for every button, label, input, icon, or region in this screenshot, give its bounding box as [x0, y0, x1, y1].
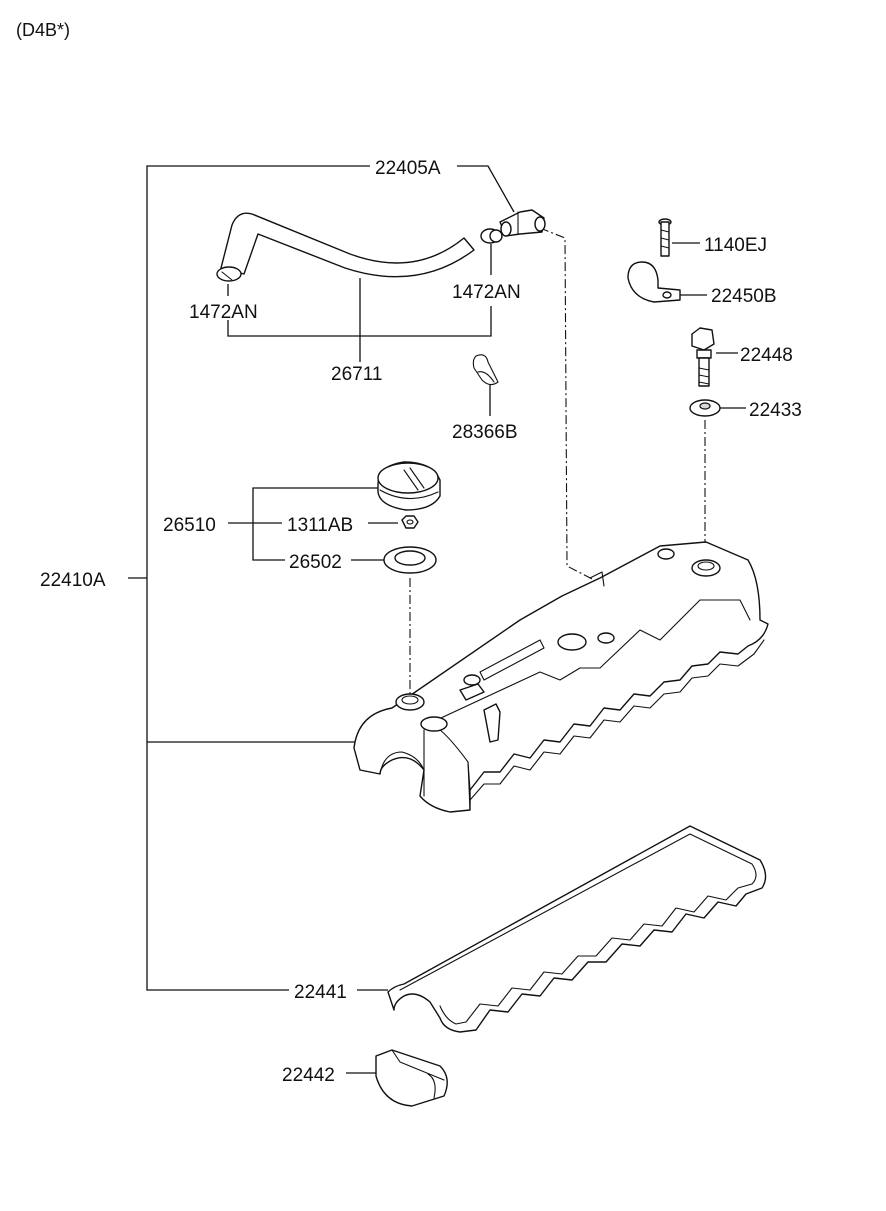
bracket-22450B-part [627, 261, 681, 303]
cap-gasket-26502-part [383, 546, 437, 574]
washer-22433-part [689, 399, 721, 417]
label-22448: 22448 [740, 345, 793, 366]
label-22405A: 22405A [375, 158, 441, 179]
label-26711: 26711 [331, 364, 382, 385]
rocker-cover-part [353, 541, 769, 813]
label-1311AB: 1311AB [287, 515, 353, 536]
label-1472AN-right: 1472AN [452, 282, 521, 303]
leader-lines [128, 165, 746, 1074]
cover-gasket-22441-part [387, 825, 767, 1033]
oil-filler-cap-part [377, 461, 441, 511]
label-22410A: 22410A [40, 570, 106, 591]
bolt-22448-part [691, 327, 715, 387]
part-labels: 22405A 1140EJ 1472AN 22450B 1472AN 22448… [40, 158, 802, 1086]
label-28366B: 28366B [452, 422, 518, 443]
label-1472AN-left: 1472AN [189, 302, 258, 323]
clip-28366B-part [472, 354, 499, 386]
breather-hose-part [216, 212, 475, 282]
diagram-title: (D4B*) [16, 20, 70, 40]
hose-clamp-right-part [480, 228, 503, 244]
seal-1311AB-part [401, 515, 419, 529]
label-26502: 26502 [289, 552, 342, 573]
label-1140EJ: 1140EJ [704, 235, 767, 256]
label-22433: 22433 [749, 400, 802, 421]
bolt-1140EJ-part [658, 218, 672, 257]
half-moon-seal-22442-part [375, 1049, 448, 1107]
label-22441: 22441 [294, 982, 347, 1003]
label-26510: 26510 [163, 515, 216, 536]
label-22450B: 22450B [711, 286, 777, 307]
pcv-elbow-part [499, 209, 546, 237]
label-22442: 22442 [282, 1065, 335, 1086]
